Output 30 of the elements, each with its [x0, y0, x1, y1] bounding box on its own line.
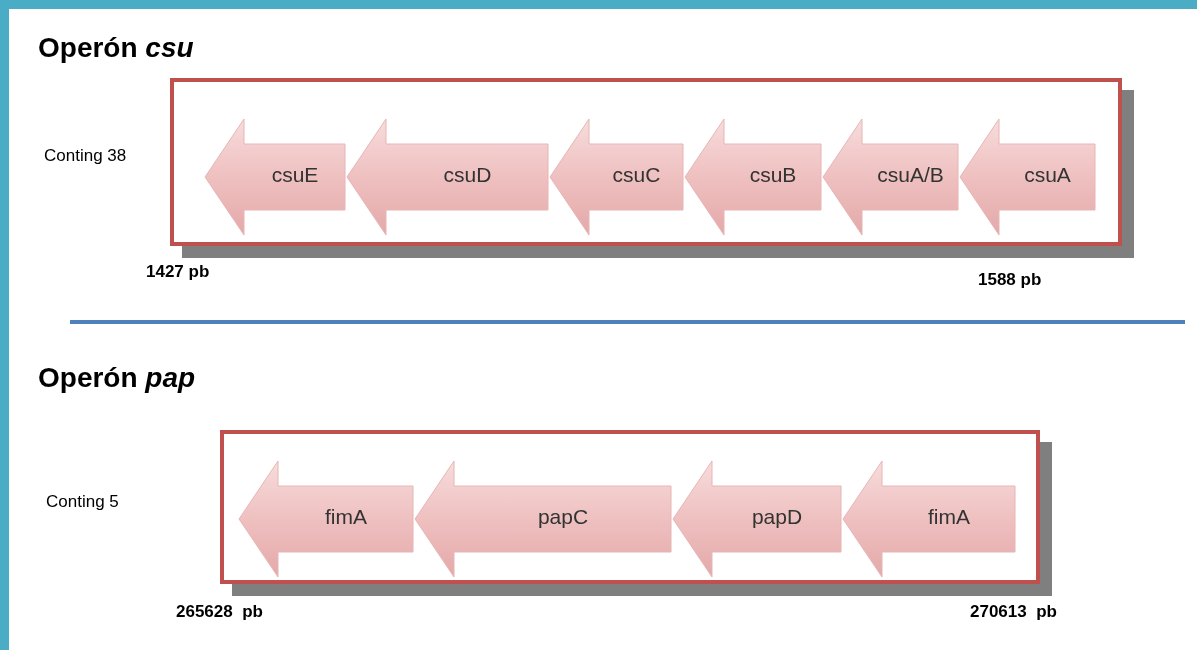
- contig-label: Conting 5: [46, 492, 119, 512]
- gene-segment: [204, 118, 346, 236]
- position-label: 265628 pb: [176, 602, 263, 622]
- operon-frame: [170, 78, 1122, 246]
- gene-label: csuE: [271, 163, 319, 187]
- gene-segment: [842, 460, 1016, 578]
- gene-segment: [238, 460, 414, 578]
- operon-frame: [220, 430, 1040, 584]
- gene-segment: [822, 118, 959, 236]
- gene-label: csuB: [749, 163, 797, 187]
- position-label: 270613 pb: [970, 602, 1057, 622]
- section-heading: Operón pap: [38, 362, 196, 394]
- section-heading: Operón csu: [38, 32, 194, 64]
- gene-segment: [959, 118, 1096, 236]
- gene-label: papD: [751, 505, 803, 529]
- gene-segment: [672, 460, 842, 578]
- gene-label: csuA/B: [877, 163, 944, 187]
- gene-segment: [414, 460, 672, 578]
- gene-label: fimA: [928, 505, 970, 529]
- position-label: 1588 pb: [978, 270, 1042, 290]
- gene-label: csuD: [443, 163, 492, 187]
- gene-label: fimA: [325, 505, 367, 529]
- gene-segment: [549, 118, 684, 236]
- gene-segment: [684, 118, 822, 236]
- gene-label: csuC: [612, 163, 661, 187]
- gene-label: csuA: [1024, 163, 1071, 187]
- gene-label: papC: [537, 505, 589, 529]
- contig-label: Conting 38: [44, 146, 127, 166]
- gene-segment: [346, 118, 549, 236]
- position-label: 1427 pb: [146, 262, 210, 282]
